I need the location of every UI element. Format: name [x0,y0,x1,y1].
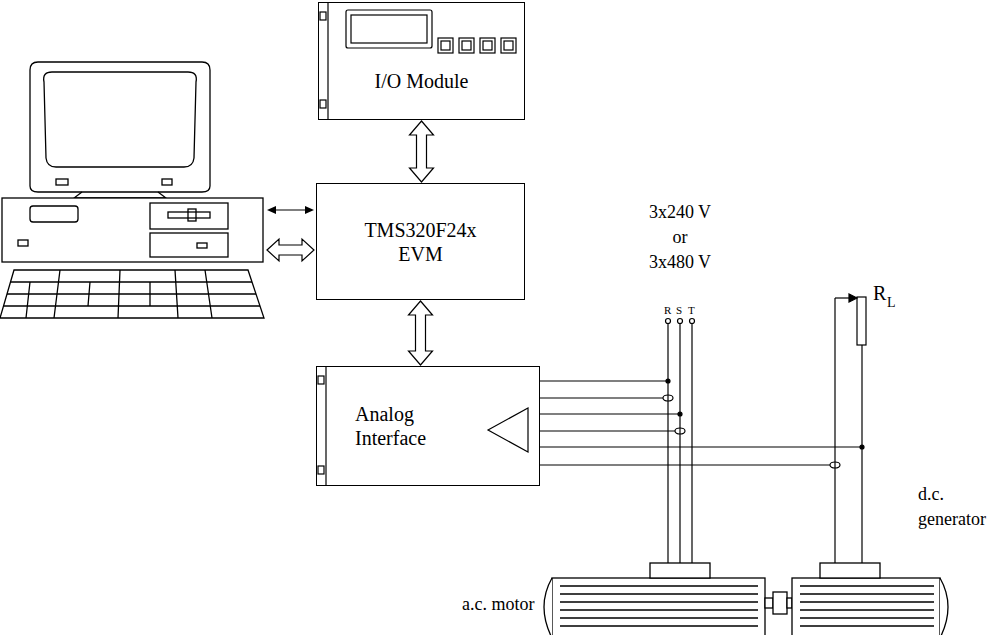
keyboard [0,270,264,318]
terminal [678,319,683,324]
key-top [483,41,492,50]
box-label: TMS320F24x EVM [358,218,483,266]
computer-case [2,198,263,262]
sense-wire [540,413,680,414]
sense-wire [540,380,668,381]
monitor-screen [44,72,197,167]
current-sensor [663,395,673,401]
key-button [480,38,495,53]
current-sensor [675,428,685,434]
monitor-case [30,62,210,192]
keyboard-keys [26,270,212,318]
front-panel [30,206,78,222]
computer-illustration [0,62,264,318]
sense-wire [540,464,830,465]
key-top [441,41,450,50]
annotation-label: S [676,303,682,318]
arrow-head [267,206,276,214]
sense-wire [540,397,663,398]
analog-interface-front [318,367,528,485]
generator-wire [834,298,835,563]
key-button [459,38,474,53]
annotation-label: L [887,293,896,313]
key-top [462,41,471,50]
cooling-ribs [800,586,934,626]
bus-arrow [409,301,433,365]
annotation-label: R [873,279,886,307]
monitor-button [56,179,68,185]
junction-dot [666,379,670,383]
sense-wire [540,446,862,447]
parallel-bus-arrow [267,239,314,261]
key-button [438,38,453,53]
cooling-ribs [560,586,758,626]
generator-end-cap [940,578,948,635]
rack-notch [320,12,326,20]
terminal [666,319,671,324]
phase-wire [679,324,680,563]
annotation-label: a.c. motor [462,592,534,617]
annotation-label: d.c. generator [918,482,939,532]
box-label: Analog Interface [355,402,447,450]
generator-body [792,578,940,635]
serial-link-line [272,209,309,210]
key-top [504,41,513,50]
junction-dot [678,412,682,416]
shaft [787,598,792,608]
annotation-label: R [664,303,671,318]
arrow-head [305,206,314,214]
io-module-front [320,3,516,119]
pc-link-arrows [267,206,314,261]
sense-wire [540,430,675,431]
rack-panel-edge [327,3,328,119]
terminal-box [650,563,710,578]
module-box: I/O Module [318,2,525,120]
phase-wire [667,324,668,563]
amplifier-symbol [488,408,528,452]
rack-notch [320,100,326,108]
drive-slot [168,212,210,218]
key-button [501,38,516,53]
monitor-button [162,179,172,185]
floppy-drive [150,203,228,229]
rack-notch [318,376,324,384]
lcd-display [346,10,432,48]
coupling [773,592,787,614]
shaft [765,598,773,608]
terminal [690,319,695,324]
rack-notch [318,466,324,474]
motor-body [552,578,765,635]
power-button [18,240,28,246]
box-label: I/O Module [375,69,469,93]
phase-wire [691,324,692,563]
drive-light [197,243,207,248]
drive-lever [188,209,196,221]
drive-bay [150,233,228,257]
rack-panel-edge [325,367,326,485]
module-box: TMS320F24x EVM [316,183,525,300]
motor-end-cap [544,578,552,635]
module-box: Analog Interface [316,366,540,486]
generator-wire [861,345,862,563]
annotation-label: 3x240 V or 3x480 V [648,200,712,276]
bus-arrow [410,121,434,182]
resistor-symbol [857,297,866,345]
monitor-stand [74,192,166,198]
machine-set [544,563,948,635]
lcd-window [351,15,427,43]
keyboard-rows [4,282,260,306]
wiper-arrow [849,294,857,302]
annotation-label: T [688,303,695,318]
power-wiring [540,294,866,563]
terminal-box [820,563,880,578]
wiper-line [835,297,850,298]
